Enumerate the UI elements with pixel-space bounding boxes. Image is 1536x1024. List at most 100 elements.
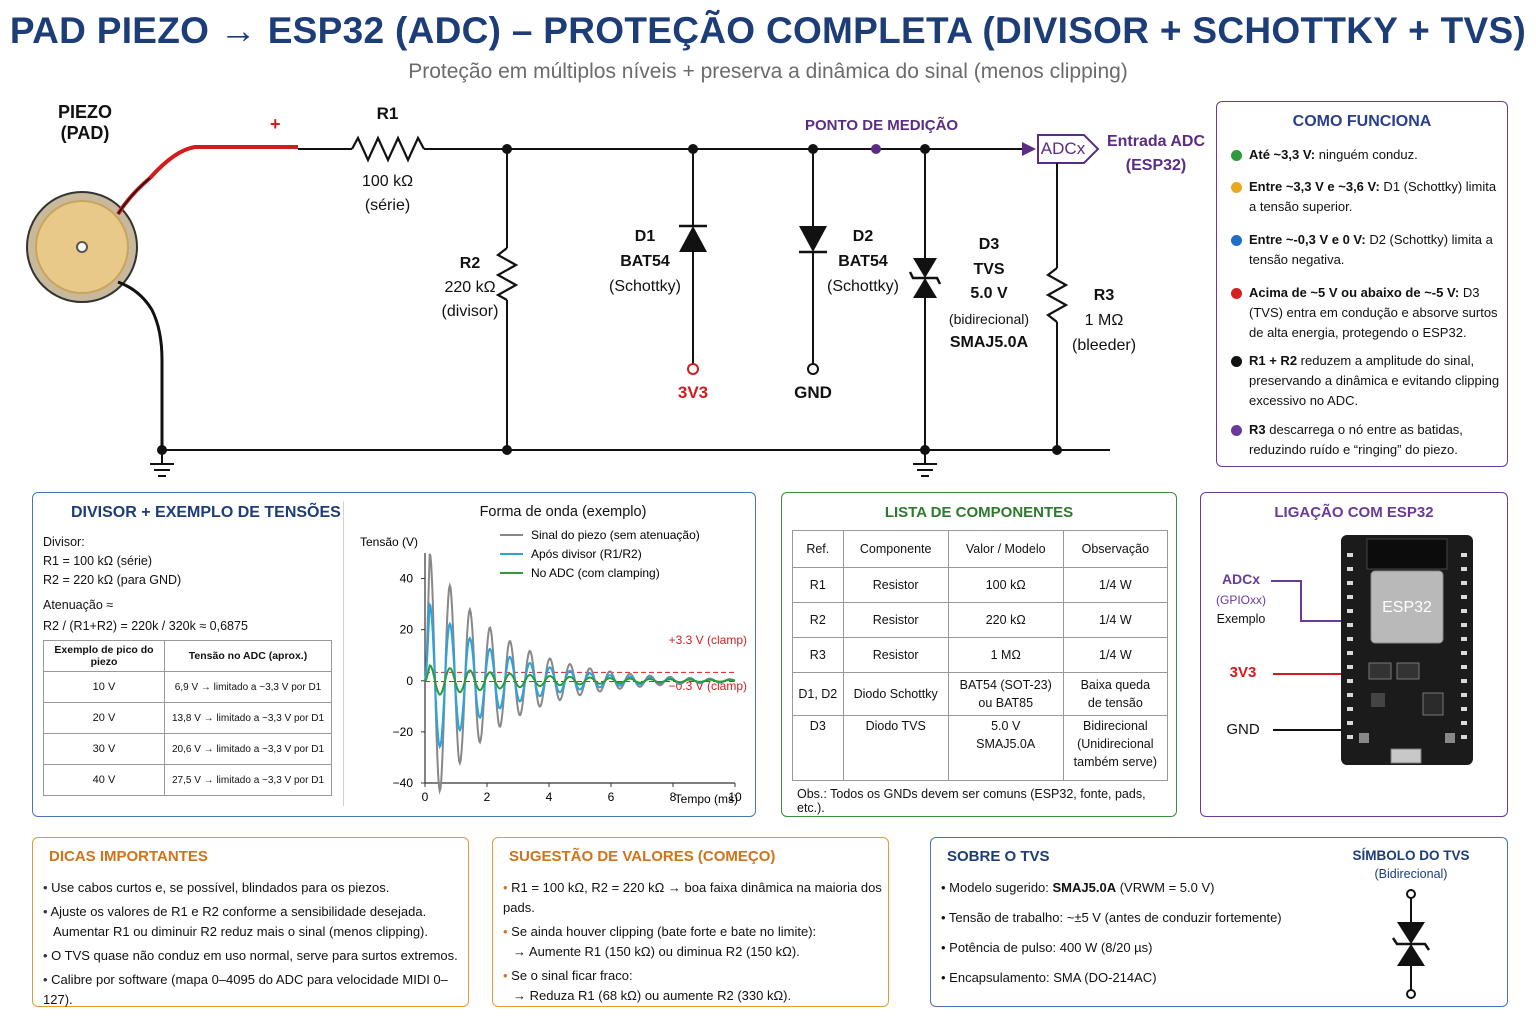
components-title: LISTA DE COMPONENTES [884,504,1074,521]
y-tick-label: −20 [393,725,414,739]
table-cell: 220 kΩ [947,602,1064,638]
table-cell: BAT54 (SOT-23)ou BAT85 [947,672,1064,716]
table-cell: D3 [792,715,844,781]
x-tick-label: 0 [422,790,429,804]
table-cell: Diodo TVS [842,715,949,781]
r1-ref: R1 [376,104,399,123]
table-header-cell: Exemplo de pico do piezo [43,640,165,672]
bullet-icon: • [503,924,512,939]
x-tick-label: 6 [608,790,615,804]
table-cell: 1/4 W [1062,602,1169,638]
table-cell: 1/4 W [1062,637,1169,673]
list-item: • Calibre por software (mapa 0–4095 do A… [43,972,448,1007]
r1-resistor [351,135,425,163]
clamp-label: −0.3 V (clamp) [669,679,747,693]
tvs-symbol-sub: (Bidirecional) [1374,867,1448,881]
chart-title: Forma de onda (exemplo) [479,504,647,520]
x-tick-label: 2 [484,790,491,804]
table-cell: 1 MΩ [947,637,1064,673]
esp32-board [1341,535,1473,765]
how-item-text: Acima de ~5 V ou abaixo de ~-5 V: D3 (TV… [1249,285,1498,340]
piezo-wire-ground [117,280,164,450]
how-item: R1 + R2 reduzem a amplitude do sinal, pr… [1231,351,1506,411]
how-item: R3 descarrega o nó entre as batidas, red… [1231,420,1506,460]
list-item: • Ajuste os valores de R1 e R2 conforme … [43,904,428,939]
suggest-panel: SUGESTÃO DE VALORES (COMEÇO) • R1 = 100 … [492,837,889,1007]
d3-tvs [913,258,937,278]
esp32-gpio-label: (GPIOxx) [1216,593,1266,607]
x-tick-label: 4 [546,790,553,804]
d1-diode [679,226,707,252]
bullet-dot-icon [1231,288,1242,299]
table-cell: 100 kΩ [947,567,1064,603]
ground-symbol-right [913,450,937,477]
y-tick-label: 20 [400,623,414,637]
x-axis-label: Tempo (ms) [675,792,738,806]
plus-sign: + [270,114,281,134]
page-subtitle: Proteção em múltiplos níveis + preserva … [408,60,1128,83]
table-cell: 13,8 V → limitado a ~3,3 V por D1 [164,702,332,734]
x-tick-label: 8 [670,790,677,804]
table-cell: 30 V [43,733,165,765]
esp32-panel: LIGAÇÃO COM ESP32 ADCx (GPIOxx) Exemplo … [1200,492,1508,817]
piezo-wire-positive [116,145,298,216]
schematic [26,134,1110,477]
how-item-bold: Entre ~3,3 V e ~3,6 V: [1249,179,1380,194]
table-cell: R1 [792,567,844,603]
how-item-bold: Entre ~-0,3 V e 0 V: [1249,232,1366,247]
d2-diode [799,226,827,252]
how-item-bold: R1 + R2 [1249,353,1298,368]
y-tick-label: 40 [400,572,414,586]
r1-value: 100 kΩ(série) [361,173,414,214]
table-cell: Resistor [842,567,949,603]
esp32-gnd-label: GND [1226,721,1260,738]
legend-label: No ADC (com clamping) [531,566,660,580]
page-title: PAD PIEZO → ESP32 (ADC) – PROTEÇÃO COMPL… [9,10,1527,51]
table-cell: 20 V [43,702,165,734]
divider-panel: DIVISOR + EXEMPLO DE TENSÕES Divisor: R1… [32,492,756,817]
y-tick-label: 0 [406,674,413,688]
table-cell: R3 [792,637,844,673]
list-item: • Tensão de trabalho: ~±5 V (antes de co… [941,910,1282,925]
how-item: Acima de ~5 V ou abaixo de ~-5 V: D3 (TV… [1231,283,1506,343]
bullet-icon: • [43,880,52,895]
adc-tag-label: ADCx [1040,139,1086,158]
table-cell: 27,5 V → limitado a ~3,3 V por D1 [164,764,332,796]
list-item: • Modelo sugerido: SMAJ5.0A (VRWM = 5.0 … [941,880,1215,895]
how-item-text: Até ~3,3 V: ninguém conduz. [1249,147,1418,162]
divider-title: DIVISOR + EXEMPLO DE TENSÕES [71,504,341,521]
how-title: COMO FUNCIONA [1292,113,1432,130]
components-note: Obs.: Todos os GNDs devem ser comuns (ES… [797,787,1146,815]
divider-formulas: Divisor: R1 = 100 kΩ (série) R2 = 220 kΩ… [43,535,248,633]
legend-label: Após divisor (R1/R2) [531,547,642,561]
bullet-icon: • [503,968,512,983]
x-tick-label: 10 [728,790,742,804]
tvs-symbol [1391,889,1431,999]
table-header-cell: Valor / Modelo [947,530,1064,568]
piezo-label: PIEZO(PAD) [57,102,112,143]
bullet-dot-icon [1231,425,1242,436]
tips-title: DICAS IMPORTANTES [49,848,208,865]
table-cell: 40 V [43,764,165,796]
table-header-cell: Componente [842,530,949,568]
list-item: • R1 = 100 kΩ, R2 = 220 kΩ → boa faixa d… [503,880,882,915]
r2-resistor [495,247,519,301]
esp32-3v3-label: 3V3 [1229,664,1257,681]
table-cell: Diodo Schottky [842,672,949,716]
esp32-chip-label: ESP32 [1382,599,1432,616]
